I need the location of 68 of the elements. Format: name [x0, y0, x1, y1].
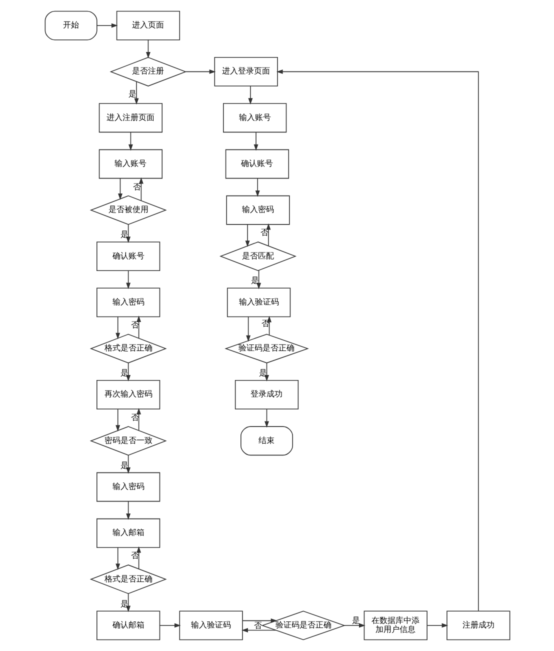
node-box: 确认邮箱 — [96, 610, 160, 640]
node-box: 输入账号 — [222, 103, 286, 133]
node-box: 进入注册页面 — [98, 103, 162, 133]
arrow — [158, 623, 180, 628]
arrow — [128, 132, 132, 151]
arrow — [264, 408, 268, 428]
arrow — [246, 316, 250, 342]
edge-label: 否 — [130, 320, 138, 330]
node-box: 开始 — [44, 10, 97, 40]
arrow — [115, 316, 120, 340]
edge-label: 是 — [128, 90, 136, 99]
edge-label: 否 — [132, 182, 141, 192]
node-diamond: 是否注册 — [109, 56, 186, 86]
arrow — [276, 69, 478, 612]
edge-label: 是 — [120, 460, 128, 470]
edge-label: 是 — [120, 230, 128, 240]
node-box: 进入页面 — [116, 10, 180, 40]
node-box: 进入登录页面 — [214, 56, 278, 86]
node-box: 登录成功 — [234, 380, 298, 410]
node-box: 输入验证码 — [178, 610, 242, 640]
arrow — [244, 224, 250, 247]
arrow — [138, 177, 143, 201]
arrow — [343, 623, 365, 628]
edge-label: 是 — [250, 276, 258, 286]
edge-label: 否 — [260, 319, 269, 328]
arrow — [266, 223, 270, 246]
arrow — [145, 40, 150, 58]
arrow — [126, 224, 130, 243]
arrow — [136, 546, 141, 570]
node-box: 确认账号 — [96, 242, 160, 271]
edge-label: 是 — [120, 599, 128, 608]
node-box: 输入密码 — [96, 472, 160, 502]
node-box: 输入密码 — [96, 288, 160, 318]
arrow — [136, 408, 141, 431]
node-diamond: 验证码是否正确 — [260, 610, 346, 640]
arrow — [134, 81, 138, 105]
arrow — [96, 23, 118, 28]
edge-label: 是 — [120, 368, 128, 378]
node-box: 输入验证码 — [226, 288, 290, 318]
arrow — [242, 618, 277, 623]
node-diamond: 是否被使用 — [89, 195, 166, 225]
node-box: 再次输入密码 — [96, 380, 160, 410]
node-box: 输入密码 — [226, 195, 290, 225]
arrow — [126, 362, 130, 382]
edge-label: 是 — [258, 368, 266, 378]
arrow — [426, 623, 448, 628]
node-box: 确认账号 — [224, 149, 289, 179]
edge-label: 否 — [130, 412, 138, 422]
arrow — [254, 178, 260, 197]
edge-label: 是 — [351, 616, 360, 626]
edge-label: 否 — [253, 620, 262, 630]
arrow — [256, 270, 261, 290]
arrow — [126, 270, 130, 290]
arrow — [126, 500, 130, 520]
arrow — [115, 408, 120, 432]
arrow — [115, 547, 120, 570]
node-box: 注册成功 — [446, 610, 510, 640]
edge-label: 否 — [130, 551, 138, 560]
arrow — [241, 628, 276, 632]
arrow — [253, 132, 258, 151]
arrow — [184, 69, 216, 74]
node-box: 输入邮箱 — [96, 518, 160, 548]
arrow — [118, 178, 122, 200]
node-box: 输入账号 — [98, 149, 162, 179]
arrow — [248, 86, 252, 105]
arrow — [264, 362, 268, 382]
node-box: 在数据库中添加用户信息 — [363, 610, 427, 640]
node-box: 结束 — [240, 426, 293, 456]
